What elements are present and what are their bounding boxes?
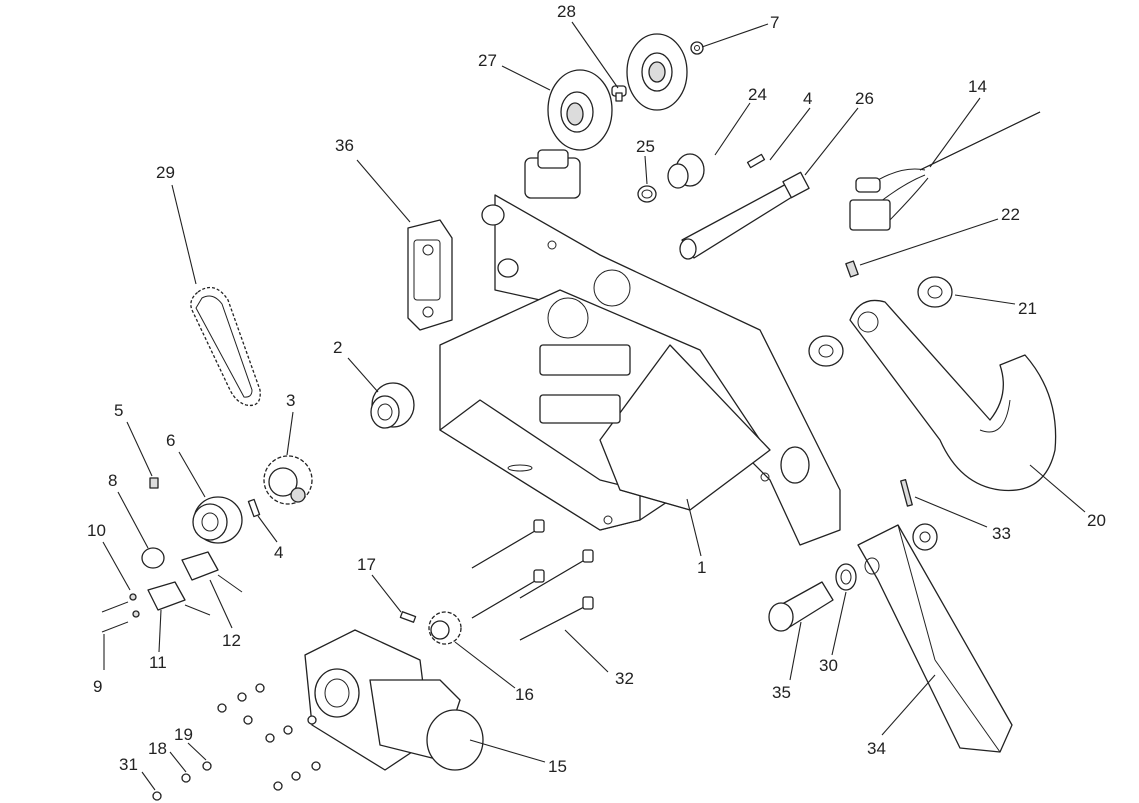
washer-30-part <box>835 563 857 591</box>
callout-1: 1 <box>697 558 706 577</box>
callout-22: 22 <box>1001 205 1020 224</box>
callout-30: 30 <box>819 656 838 675</box>
flange-bearing-27-part <box>547 69 613 151</box>
callout-4-lower: 4 <box>274 543 283 562</box>
nut-7-part <box>690 41 704 55</box>
key-4-lower-part <box>247 498 261 518</box>
washer-arm-part <box>808 335 844 367</box>
long-bolts-32-part <box>471 519 594 641</box>
pin-33-part <box>900 479 913 507</box>
sprocket-16-part <box>428 611 462 645</box>
switch-12-part <box>181 551 243 593</box>
callout-17: 17 <box>357 555 376 574</box>
key-17-part <box>399 611 417 623</box>
screws-9-part <box>101 601 129 633</box>
harness-14-part <box>849 111 1041 231</box>
retaining-ring-8-part <box>141 547 165 569</box>
callout-21: 21 <box>1018 299 1037 318</box>
callout-12: 12 <box>222 631 241 650</box>
callout-32: 32 <box>615 669 634 688</box>
callout-6: 6 <box>166 431 175 450</box>
callout-2: 2 <box>333 338 342 357</box>
callout-31: 31 <box>119 755 138 774</box>
shaft-26-part <box>679 171 810 260</box>
key-4-upper-part <box>746 153 766 169</box>
leg-34-part <box>857 524 1013 753</box>
callout-34: 34 <box>867 739 886 758</box>
flange-bearing-right-part <box>626 33 688 111</box>
leader-lines <box>102 21 1086 791</box>
callout-19: 19 <box>174 725 193 744</box>
motor-15-part <box>304 629 484 771</box>
main-frame-part <box>439 149 841 546</box>
nuts-washers-18-19-31-part <box>152 683 321 801</box>
chain-29-part <box>190 286 261 407</box>
collar-6-part <box>192 496 243 544</box>
callout-18: 18 <box>148 739 167 758</box>
callout-27: 27 <box>478 51 497 70</box>
hook-arm-20-part <box>849 299 1057 492</box>
callout-25: 25 <box>636 137 655 156</box>
set-screw-5-part <box>149 477 159 489</box>
callout-33: 33 <box>992 524 1011 543</box>
callout-11: 11 <box>149 653 167 672</box>
callout-36: 36 <box>335 136 354 155</box>
callout-3: 3 <box>286 391 295 410</box>
switch-11-part <box>147 581 211 616</box>
callout-7: 7 <box>770 13 779 32</box>
washer-21-part <box>917 276 953 308</box>
nuts-10-part <box>129 593 140 618</box>
callout-4-upper: 4 <box>803 89 812 108</box>
callout-8: 8 <box>108 471 117 490</box>
sprocket-3-part <box>263 455 313 505</box>
washer-25-part <box>637 185 657 203</box>
bolt-28-part <box>611 85 627 102</box>
pin-35-part <box>768 581 834 632</box>
callout-15: 15 <box>548 757 567 776</box>
callout-28: 28 <box>557 2 576 21</box>
washer-33-part <box>912 523 938 551</box>
callout-5: 5 <box>114 401 123 420</box>
set-screw-22-part <box>845 260 859 278</box>
block-part <box>407 219 453 331</box>
callout-35: 35 <box>772 683 791 702</box>
callout-14: 14 <box>968 77 987 96</box>
callout-20: 20 <box>1087 511 1106 530</box>
callout-24: 24 <box>748 85 767 104</box>
callout-29: 29 <box>156 163 175 182</box>
callout-labels: 1 2 3 4 4 5 6 7 8 9 10 11 12 14 15 16 17… <box>87 2 1106 776</box>
callout-26: 26 <box>855 89 874 108</box>
bushing-2-part <box>370 382 415 429</box>
callout-10: 10 <box>87 521 106 540</box>
callout-16: 16 <box>515 685 534 704</box>
callout-9: 9 <box>93 677 102 696</box>
fitting-24-part <box>667 153 705 189</box>
